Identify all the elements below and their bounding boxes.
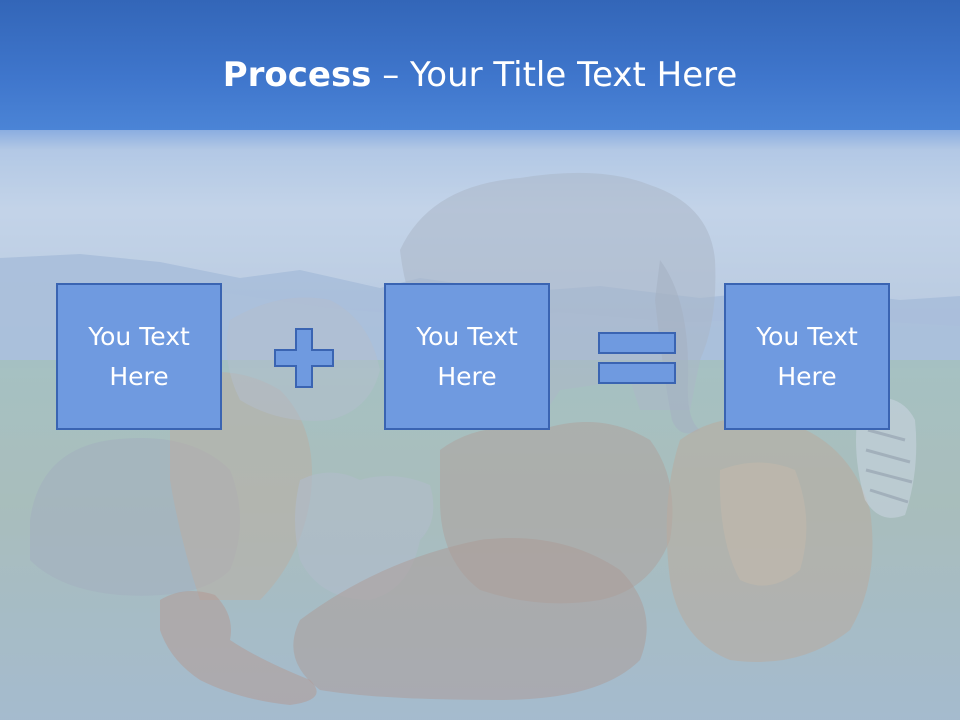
plus-icon (274, 328, 334, 388)
slide-title-strong: Process (222, 55, 372, 95)
process-box-2[interactable]: You Text Here (384, 283, 550, 430)
process-box-1-label: You Text Here (88, 321, 190, 391)
process-box-2-label: You Text Here (416, 321, 518, 391)
slide-title: Process – Your Title Text Here (0, 52, 960, 98)
process-box-1[interactable]: You Text Here (56, 283, 222, 430)
title-band (0, 0, 960, 130)
equals-icon (598, 332, 676, 384)
slide-title-rest: – Your Title Text Here (371, 55, 738, 95)
process-box-3[interactable]: You Text Here (724, 283, 890, 430)
process-box-3-label: You Text Here (756, 321, 858, 391)
